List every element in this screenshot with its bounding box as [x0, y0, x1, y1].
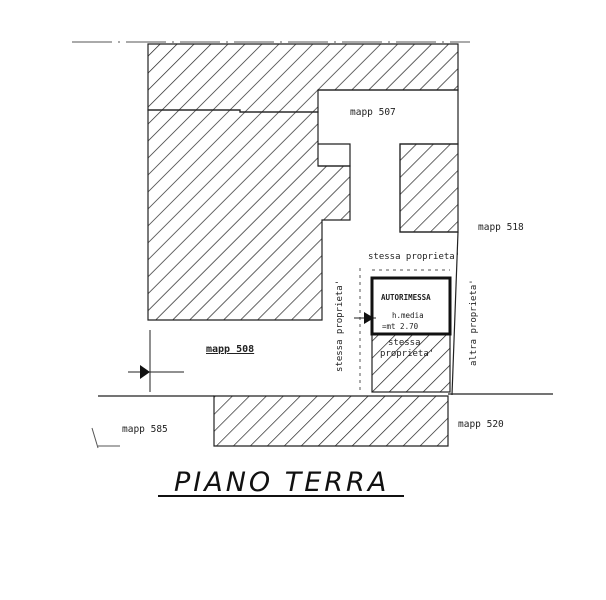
section-marker-garage	[354, 312, 376, 324]
label-stessa-proprieta-left: stessa proprieta'	[335, 280, 345, 372]
label-mapp-508: mapp 508	[206, 344, 254, 355]
label-height-value: =mt 2.70	[382, 322, 419, 331]
hatched-building-east	[399, 143, 459, 233]
label-mapp-520: mapp 520	[458, 419, 504, 430]
central-corridor-outline	[318, 143, 351, 167]
label-mapp-585: mapp 585	[122, 424, 168, 435]
hatched-building-west	[147, 109, 351, 321]
label-h-media: h.media	[392, 311, 424, 320]
hatched-strip-south	[213, 395, 449, 447]
label-stessa-bottom-2: proprieta'	[380, 349, 434, 359]
plan-title: PIANO TERRA	[174, 467, 389, 498]
section-marker-left	[128, 330, 184, 392]
dim-tick-left	[91, 427, 99, 449]
label-autorimessa: AUTORIMESSA	[381, 293, 431, 302]
hatched-building-main	[147, 43, 459, 113]
mapp-507-outline	[318, 89, 459, 233]
garage-outline	[370, 276, 452, 336]
label-mapp-518: mapp 518	[478, 222, 524, 233]
right-boundary-line	[451, 231, 459, 396]
label-stessa-bottom-1: stessa	[388, 338, 421, 348]
garage-hatch-lower	[371, 333, 451, 393]
label-stessa-proprieta-top: stessa proprieta'	[368, 252, 460, 262]
label-altra-proprieta: altra proprieta'	[469, 279, 479, 366]
label-mapp-507: mapp 507	[350, 107, 396, 118]
